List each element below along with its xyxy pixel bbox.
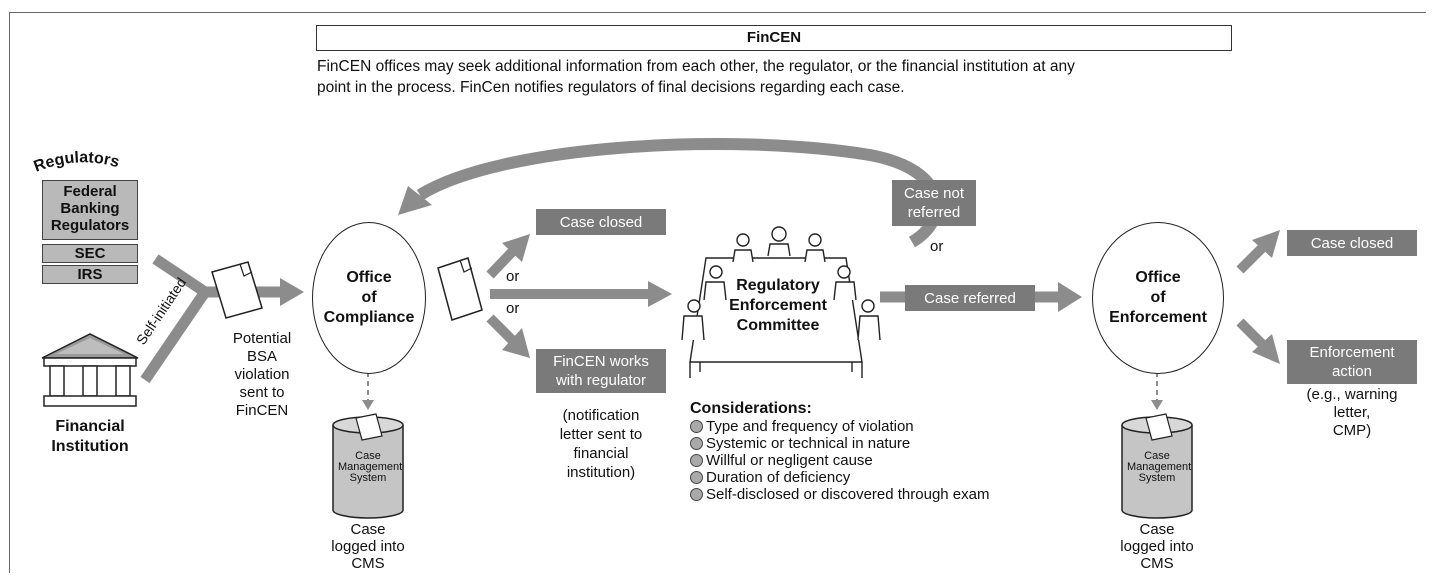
- cms-logged-text-1: Case logged into CMS: [331, 521, 405, 572]
- return-curve-arrow: [416, 138, 943, 248]
- case-closed-box-2: Case closed: [1287, 230, 1417, 256]
- to-enforcement-action-arrowhead: [1252, 334, 1280, 364]
- committee-table-icon: [681, 226, 881, 378]
- bullet-icon: [690, 437, 703, 450]
- regulator-federal-banking: Federal Banking Regulators: [42, 180, 138, 240]
- financial-institution-label: Financial Institution: [51, 418, 129, 455]
- case-referred-arrowhead: [1058, 282, 1082, 312]
- case-closed-box-1: Case closed: [536, 209, 666, 235]
- committee-label: Regulatory Enforcement Committee: [729, 277, 827, 334]
- institution-arrow: [140, 288, 210, 384]
- office-of-compliance-oval: Office of Compliance: [312, 222, 426, 374]
- document-icon-1: [211, 261, 263, 319]
- regulator-sec: SEC: [42, 244, 138, 263]
- considerations-heading: Considerations:: [690, 400, 812, 417]
- enforcement-examples-text: (e.g., warning letter, CMP): [1306, 386, 1398, 439]
- to-case-closed-2-arrow: [1236, 244, 1266, 274]
- consideration-item: Willful or negligent cause: [690, 452, 1070, 469]
- or-label-3: or: [930, 238, 944, 255]
- to-case-closed-arrow: [486, 248, 516, 279]
- consideration-item: Self-disclosed or discovered through exa…: [690, 486, 1070, 503]
- to-enforcement-action-arrow: [1236, 318, 1266, 348]
- fincen-title-box: FinCEN: [316, 25, 1232, 51]
- cms-cylinder-2: [1121, 413, 1193, 519]
- cms-cylinder-label-2: Case Management System: [1127, 450, 1192, 484]
- regulators-arrow: [152, 254, 213, 300]
- enforcement-action-box: Enforcement action: [1287, 340, 1417, 384]
- fincen-works-box: FinCEN works with regulator: [536, 349, 666, 393]
- document-icon-2: [437, 257, 483, 321]
- case-not-referred-box: Case not referred: [892, 180, 976, 226]
- to-compliance-arrowhead: [280, 278, 304, 306]
- bullet-icon: [690, 488, 703, 501]
- or-label-1: or: [506, 268, 520, 285]
- fincen-title: FinCEN: [746, 29, 802, 46]
- cms-cylinder-label-1: Case Management System: [338, 450, 403, 484]
- potential-bsa-text: Potential BSA violation sent to FinCEN: [232, 330, 292, 419]
- fincen-description: FinCEN offices may seek additional infor…: [317, 56, 1247, 98]
- to-fincen-works-arrow: [486, 314, 516, 344]
- case-referred-box: Case referred: [905, 285, 1035, 311]
- consideration-item: Duration of deficiency: [690, 469, 1070, 486]
- to-case-closed-arrowhead: [502, 234, 530, 262]
- cms-logged-text-2: Case logged into CMS: [1120, 521, 1194, 572]
- diagram-frame: [9, 12, 1426, 573]
- fincen-description-line2: point in the process. FinCen notifies re…: [317, 79, 905, 96]
- or-label-2: or: [506, 300, 520, 317]
- consideration-item: Type and frequency of violation: [690, 418, 1070, 435]
- regulator-irs: IRS: [42, 265, 138, 284]
- to-case-closed-2-arrowhead: [1252, 230, 1280, 258]
- bullet-icon: [690, 471, 703, 484]
- bullet-icon: [690, 420, 703, 433]
- bullet-icon: [690, 454, 703, 467]
- notification-text: (notification letter sent to financial i…: [559, 407, 643, 481]
- return-curve-arrowhead: [398, 186, 432, 215]
- to-committee-arrowhead: [648, 281, 672, 307]
- office-of-enforcement-oval: Office of Enforcement: [1092, 222, 1224, 374]
- cms-cylinder-1: [332, 413, 404, 519]
- fincen-description-line1: FinCEN offices may seek additional infor…: [317, 58, 1075, 75]
- considerations-block: Considerations: Type and frequency of vi…: [690, 400, 1070, 503]
- to-fincen-works-arrowhead: [502, 328, 530, 358]
- consideration-item: Systemic or technical in nature: [690, 435, 1070, 452]
- bank-building-icon: [41, 333, 139, 407]
